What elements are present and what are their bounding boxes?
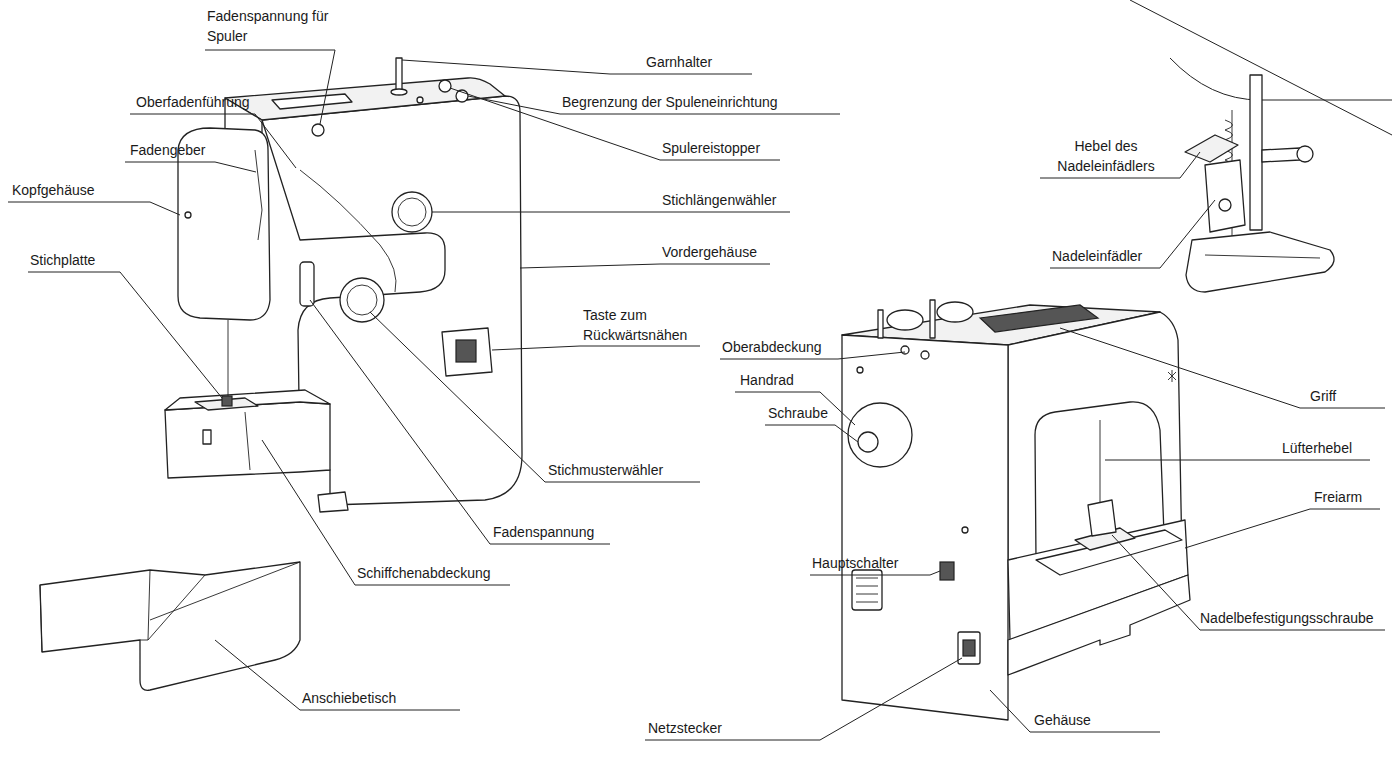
part-label: Hauptschalter [812, 553, 898, 573]
part-label: Stichplatte [30, 250, 95, 270]
part-label: Gehäuse [1034, 710, 1091, 730]
part-label: Kopfgehäuse [12, 180, 95, 200]
part-label: Nadelbefestigungsschraube [1200, 608, 1374, 628]
extension-table [40, 562, 300, 690]
part-label: Fadenspannung für Spuler [207, 6, 337, 46]
part-label: Fadengeber [130, 140, 206, 160]
part-label: Freiarm [1314, 487, 1362, 507]
part-label: Taste zum Rückwärtsnähen [583, 305, 703, 345]
part-label: Vordergehäuse [662, 242, 757, 262]
part-label: Spulereistopper [662, 138, 760, 158]
part-label: Oberabdeckung [722, 337, 822, 357]
leader-lines [8, 50, 1385, 740]
part-label: Nadeleinfädler [1052, 246, 1142, 266]
part-label: Griff [1310, 386, 1336, 406]
rear-machine [842, 300, 1190, 720]
needle-threader-detail [1130, 0, 1392, 292]
part-label: Hebel des Nadeleinfädlers [1036, 136, 1176, 176]
part-label: Garnhalter [646, 52, 712, 72]
front-machine [165, 58, 522, 512]
part-label: Begrenzung der Spuleneinrichtung [562, 92, 778, 112]
part-label: Schraube [768, 403, 828, 423]
part-label: Netzstecker [648, 718, 722, 738]
part-label: Anschiebetisch [302, 688, 396, 708]
part-label: Lüfterhebel [1282, 438, 1352, 458]
part-label: Fadenspannung [493, 522, 594, 542]
part-label: Stichmusterwähler [548, 460, 663, 480]
part-label: Oberfadenführung [136, 92, 250, 112]
part-label: Schiffchenabdeckung [357, 563, 491, 583]
part-label: Handrad [740, 370, 794, 390]
part-label: Stichlängenwähler [662, 190, 776, 210]
